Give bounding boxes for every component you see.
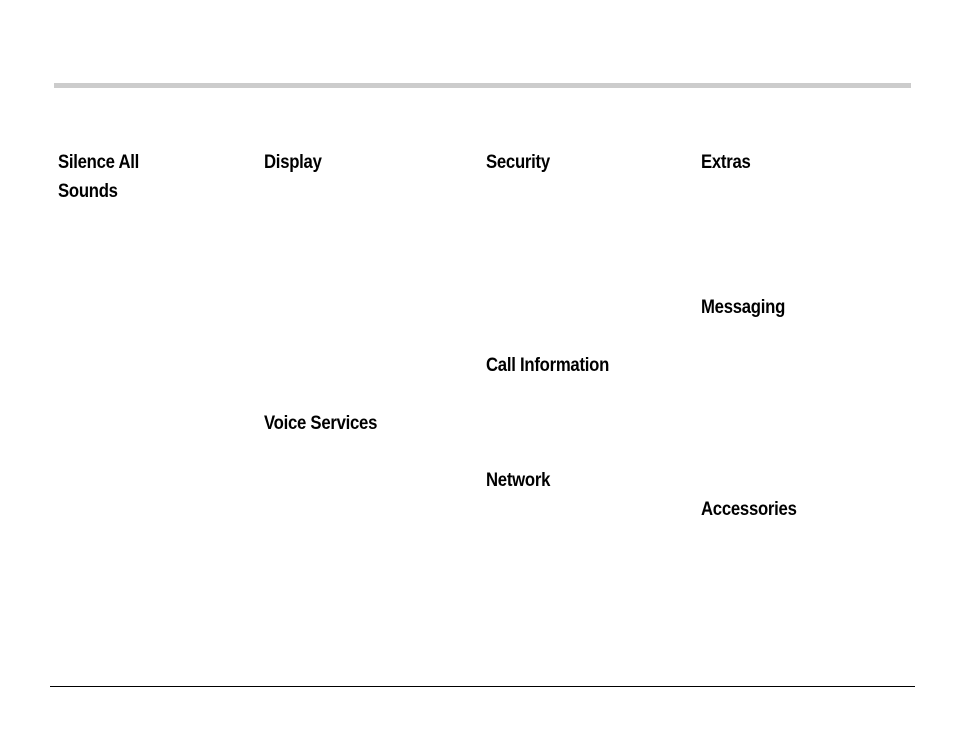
- heading-call-information: Call Information: [486, 355, 610, 376]
- heading-voice-services: Voice Services: [264, 413, 378, 434]
- heading-display: Display: [264, 152, 322, 173]
- heading-network: Network: [486, 470, 551, 491]
- heading-extras: Extras: [701, 152, 751, 173]
- top-divider: [54, 83, 911, 88]
- heading-silence-line2: Sounds: [58, 181, 118, 202]
- heading-silence-line1: Silence All: [58, 152, 140, 173]
- heading-accessories: Accessories: [701, 499, 797, 520]
- heading-messaging: Messaging: [701, 297, 786, 318]
- heading-security: Security: [486, 152, 550, 173]
- bottom-divider: [50, 686, 915, 687]
